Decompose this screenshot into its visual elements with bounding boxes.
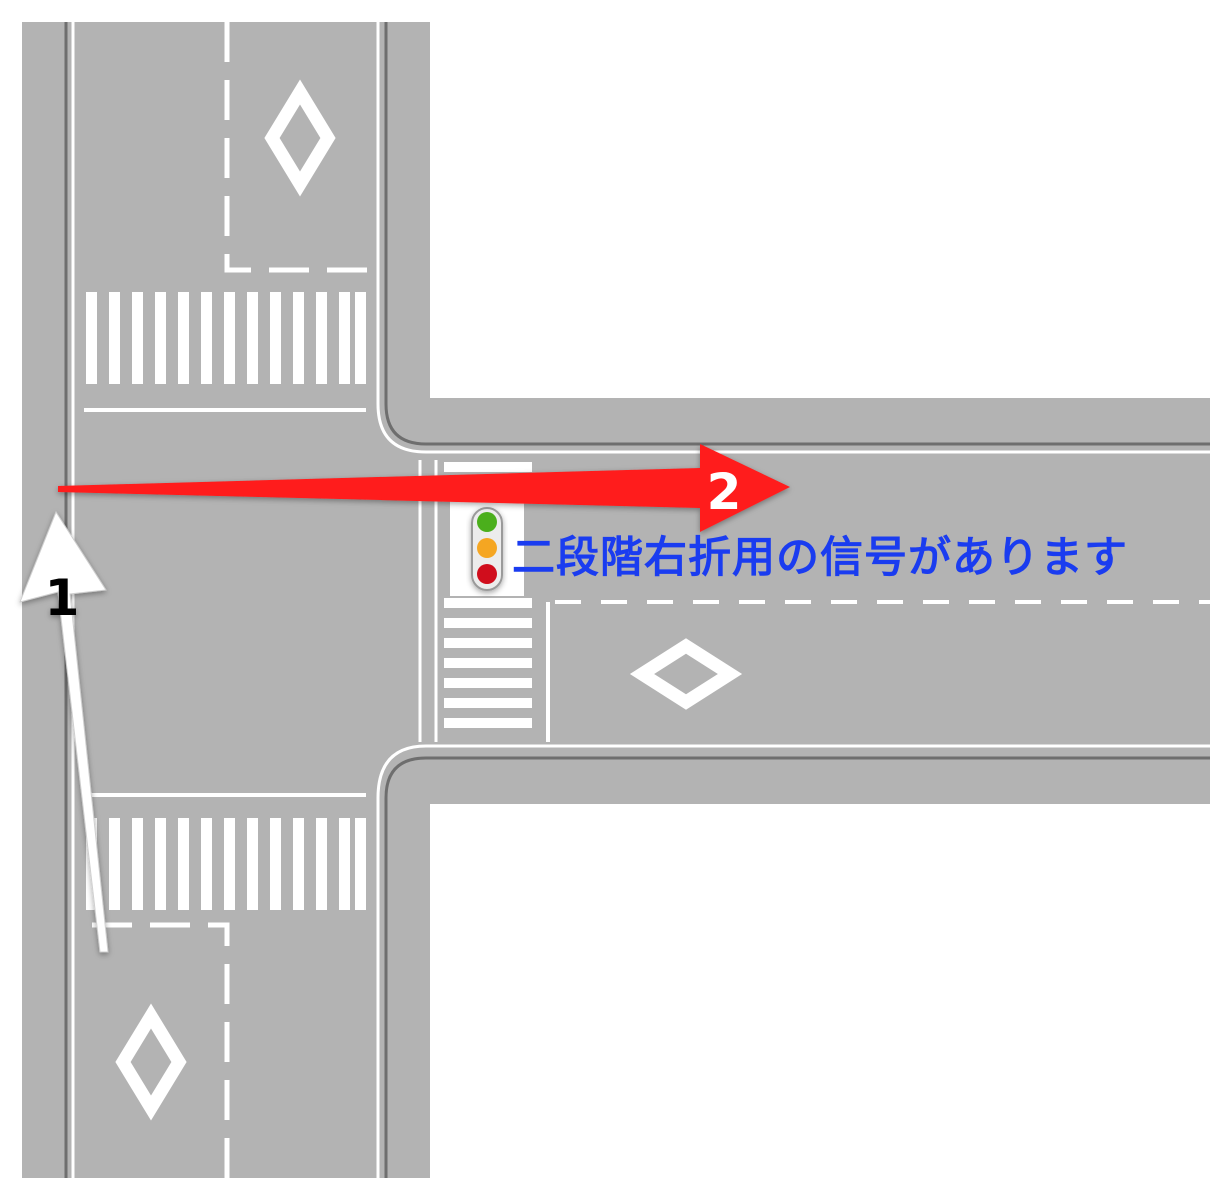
arrow-2-shape — [58, 444, 790, 532]
arrow-1-label: 1 — [45, 569, 80, 627]
arrow-2-label: 2 — [707, 463, 742, 521]
lower-lane-divider — [84, 922, 230, 1178]
arrow-1-shape — [19, 510, 109, 953]
diamond-marking-east — [629, 638, 743, 710]
signal-light-green — [477, 512, 497, 532]
lower-right-curb — [384, 756, 1210, 1178]
signal-light-amber — [477, 538, 497, 558]
upper-right-edge-line — [376, 22, 1210, 454]
lane-markings — [84, 22, 1210, 1178]
upper-lane-divider — [224, 22, 372, 273]
signal-light-red — [477, 564, 497, 584]
crosswalk-north — [86, 292, 366, 384]
diamond-marking-north — [264, 79, 336, 197]
arrow-2: 2 — [58, 444, 790, 532]
diamond-markings — [115, 79, 743, 1121]
lower-right-edge-line — [376, 744, 1210, 1178]
signal-caption: 二段階右折用の信号があります — [512, 533, 1128, 583]
arrow-1: 1 — [19, 510, 109, 953]
crosswalk-south — [86, 818, 366, 910]
vertical-road — [22, 22, 430, 1178]
traffic-light-icon — [471, 507, 503, 591]
diamond-marking-south — [115, 1003, 187, 1121]
upper-right-curb — [384, 22, 1210, 446]
